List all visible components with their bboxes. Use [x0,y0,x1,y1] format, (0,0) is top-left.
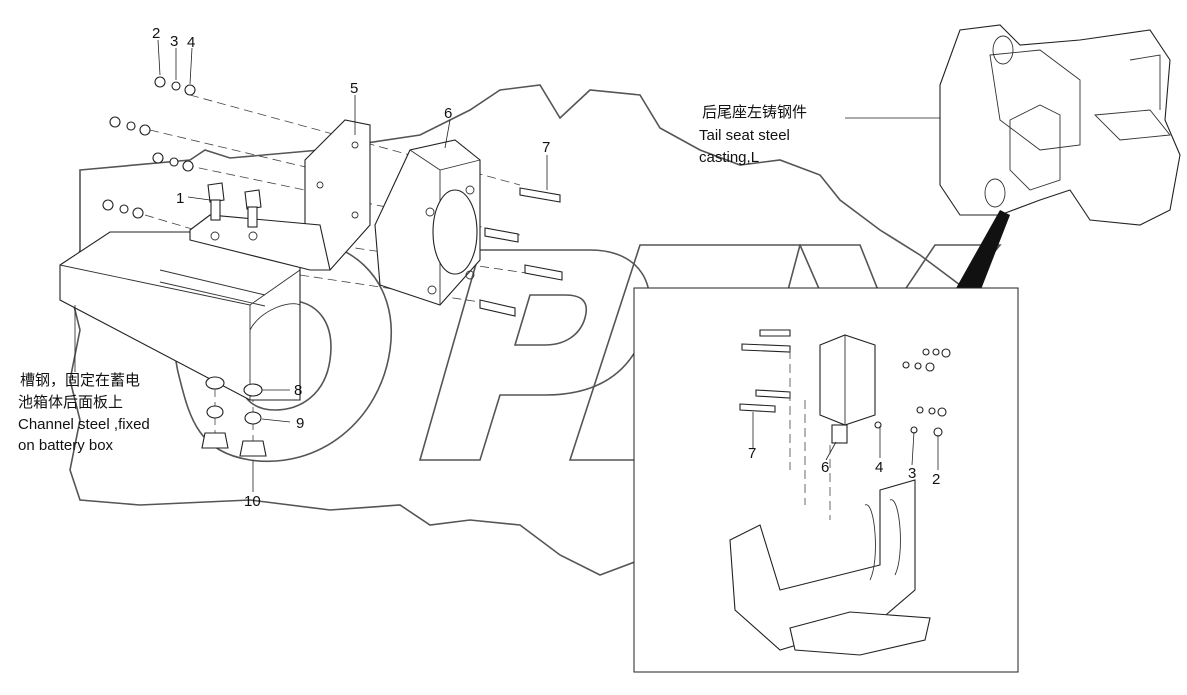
tail-seat-assembly [939,24,1181,292]
channel-label-cn-1: 槽钢，固定在蓄电 [20,372,140,389]
bolts-7 [479,187,563,317]
channel-label-en-2: on battery box [18,437,114,454]
inset-callout-3: 3 [908,465,916,482]
callout-numbers: 1 2 3 4 5 6 7 8 9 10 7 6 4 3 2 [152,25,940,510]
inset-detail [633,287,1019,673]
gearbox-housing [374,139,481,306]
nut-washer-stacks [102,76,196,219]
inset-callout-7: 7 [748,445,756,462]
channel-label-cn-2: 池箱体后面板上 [18,393,123,411]
tail-seat-label-en-1: Tail seat steel [699,127,790,144]
inset-callout-6: 6 [821,459,829,476]
callout-10: 10 [244,493,261,510]
callout-2: 2 [152,25,160,42]
lower-fasteners [201,376,267,457]
channel-label-en-1: Channel steel ,fixed [18,416,150,433]
callout-9: 9 [296,415,304,432]
leader-lines [157,39,1010,492]
tail-seat-label-cn: 后尾座左铸钢件 [702,104,807,121]
callout-4: 4 [187,34,195,51]
callout-8: 8 [294,382,302,399]
inset-callout-4: 4 [875,459,883,476]
bolts-1 [207,182,262,228]
bracket-plate [189,119,371,271]
annotation-labels: 后尾座左铸钢件 Tail seat steel casting,L 槽钢，固定在… [18,104,807,454]
callout-3: 3 [170,33,178,50]
callout-5: 5 [350,80,358,97]
callout-1: 1 [176,190,184,207]
callout-6: 6 [444,105,452,122]
tail-seat-label-en-2: casting,L [699,149,759,166]
inset-callout-2: 2 [932,471,940,488]
callout-7: 7 [542,139,550,156]
